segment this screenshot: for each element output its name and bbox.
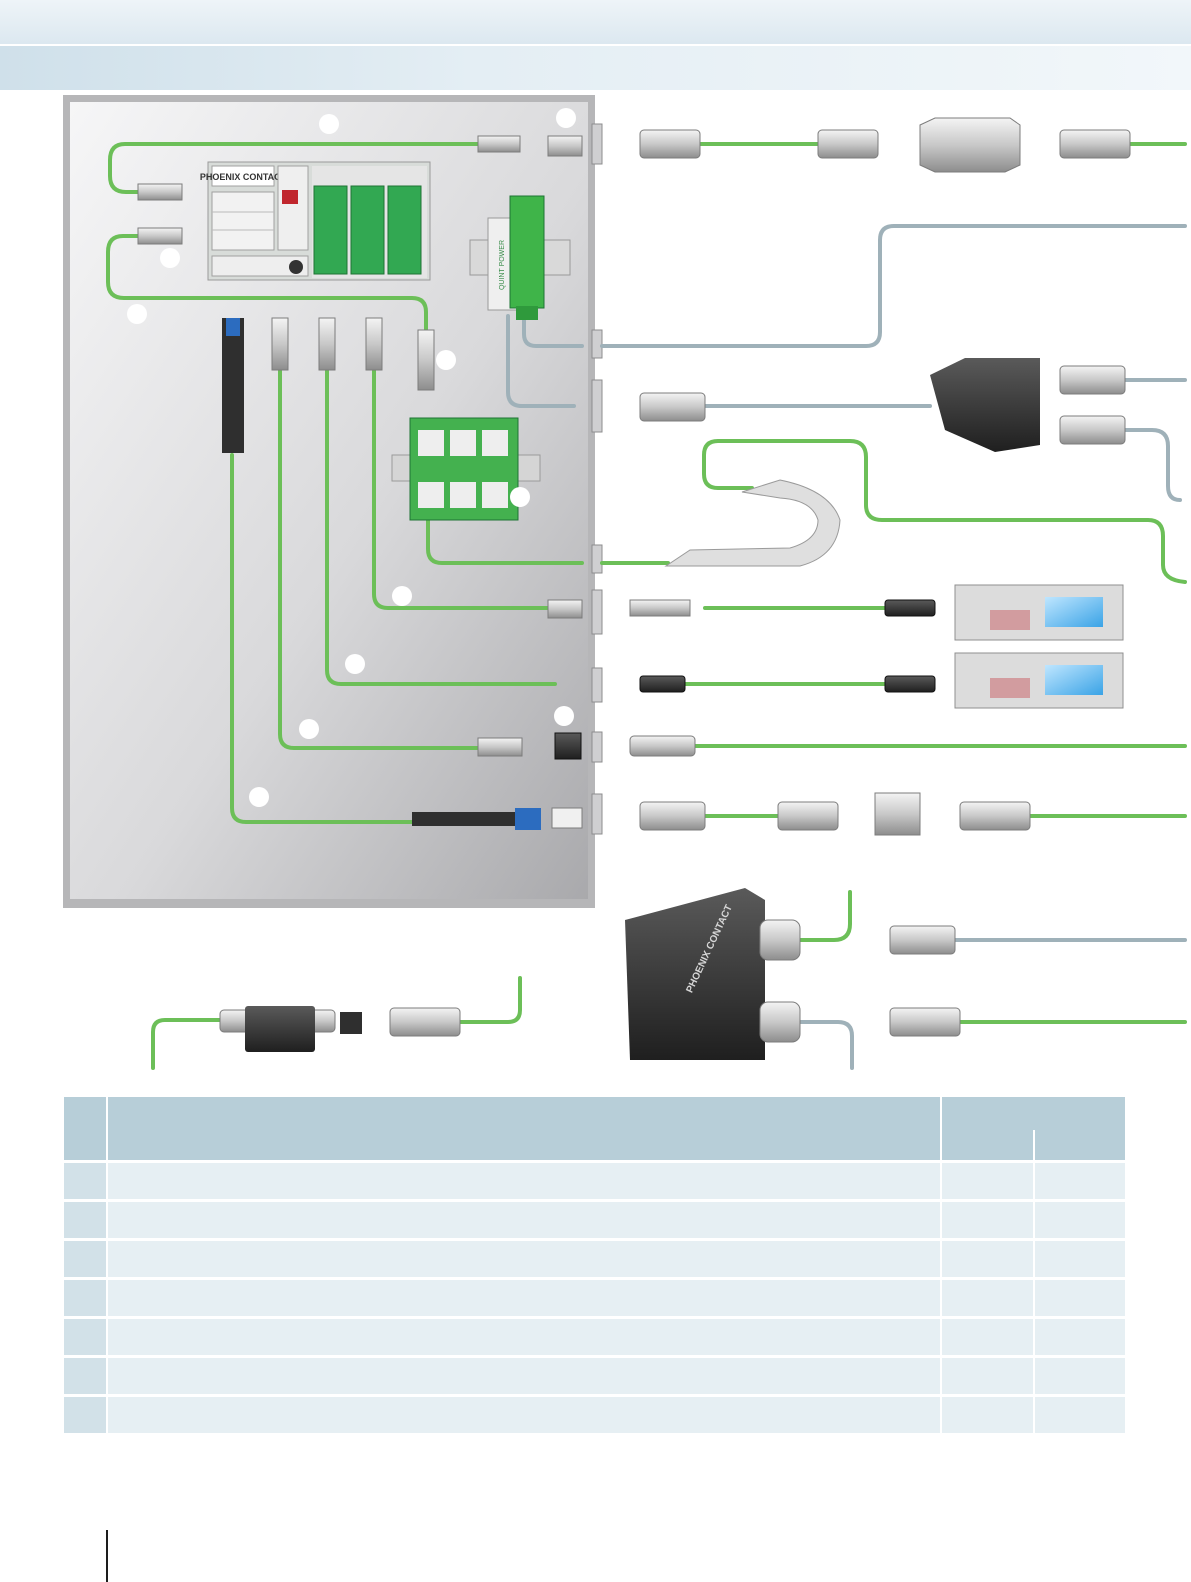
header-band-second: [0, 46, 1191, 90]
fiber-connectors: [222, 318, 583, 830]
table-row: [64, 1394, 1125, 1433]
drag-chain: [664, 479, 841, 567]
table-row: [64, 1355, 1125, 1396]
table-header-description: [107, 1097, 942, 1162]
table-header-col-b: [1034, 1130, 1125, 1162]
panel-display-bottom: [954, 652, 1124, 709]
table-row: [64, 1316, 1125, 1357]
table-header-marker: [64, 1097, 108, 1162]
panel-display-top: [954, 584, 1124, 641]
table-row: [64, 1199, 1125, 1240]
rj45-connectors: [137, 135, 691, 757]
patch-box: [391, 417, 541, 521]
table-header-group: [941, 1097, 1125, 1130]
field-device-lower: PHOENIX CONTACT: [625, 888, 801, 1060]
table-row: [64, 1277, 1125, 1318]
table-row: [64, 1160, 1125, 1201]
heavy-connector-housing: [874, 117, 1021, 836]
cabling-diagram: PHOENIX CONTACT QUINT POWER: [63, 95, 1187, 1070]
grey-cables: [506, 224, 1187, 1070]
table-row: [64, 1238, 1125, 1279]
controller-unit: PHOENIX CONTACT: [200, 161, 431, 281]
bulkhead-adapter: [219, 1006, 362, 1052]
field-device-upper: [930, 358, 1040, 452]
m12-connectors: [554, 599, 936, 760]
page-margin-rule: [106, 1530, 108, 1582]
power-supply-unit: QUINT POWER: [469, 195, 571, 320]
table-header-col-a: [941, 1130, 1035, 1162]
power-supply-label: QUINT POWER: [499, 240, 506, 290]
push-pull-connectors: [389, 129, 1131, 1037]
legend-table: [64, 1097, 1125, 1433]
item-markers: [127, 108, 576, 807]
header-band-top: [0, 0, 1191, 44]
controller-logo: PHOENIX CONTACT: [200, 172, 287, 182]
green-cables: [106, 142, 1187, 1070]
wall-feedthroughs: [591, 123, 603, 835]
